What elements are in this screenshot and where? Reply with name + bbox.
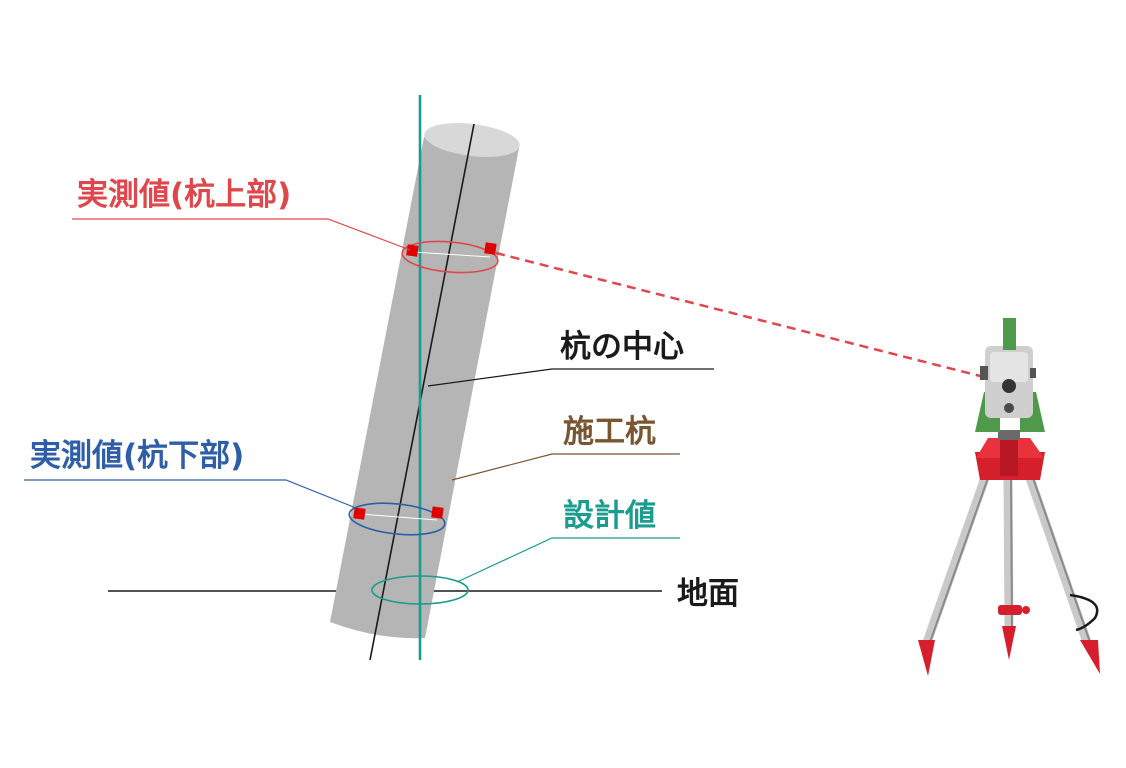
label-pile-center: 杭の中心 xyxy=(560,329,684,365)
leader-center xyxy=(427,368,714,387)
total-station-icon xyxy=(975,318,1045,440)
prism-marker-icon xyxy=(484,242,497,255)
tripod-icon xyxy=(918,438,1100,676)
prism-marker-icon xyxy=(353,507,366,520)
upper-measure-ellipse xyxy=(401,240,499,274)
pile-center-line xyxy=(369,123,475,661)
leader-upper xyxy=(72,218,411,251)
leader-pile xyxy=(451,453,680,481)
label-measured-upper: 実測値(杭上部) xyxy=(77,177,292,213)
design-ellipse xyxy=(371,575,469,605)
label-design-value: 設計値 xyxy=(563,498,656,534)
construction-pile xyxy=(330,123,520,639)
label-construction-pile: 施工杭 xyxy=(563,414,656,450)
leader-design xyxy=(456,537,680,583)
label-ground: 地面 xyxy=(677,576,739,612)
lower-diameter-line xyxy=(359,513,438,521)
prism-marker-icon xyxy=(431,506,444,519)
laser-sight-line xyxy=(495,251,989,380)
label-measured-lower: 実測値(杭下部) xyxy=(30,438,245,474)
upper-diameter-line xyxy=(412,251,491,258)
lower-measure-ellipse xyxy=(348,502,446,536)
leader-lower xyxy=(24,479,357,509)
prism-marker-icon xyxy=(406,244,419,257)
